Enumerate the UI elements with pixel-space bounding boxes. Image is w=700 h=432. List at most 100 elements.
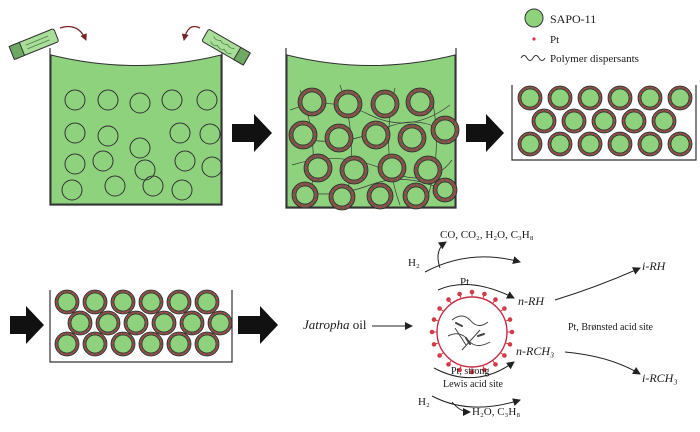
pt-site [500, 306, 507, 312]
feed-name: Jatropha [303, 317, 350, 332]
beaker-2-coated-particles [288, 87, 460, 211]
top-products-label: CO, CO₂, H₂O, C₃H₈ [440, 229, 534, 241]
coated-sapo-particle [123, 310, 149, 336]
n-rh-label: n-RH [518, 294, 545, 308]
pour-arrow-left [59, 25, 87, 41]
coated-sapo-particle [607, 131, 633, 157]
co-out-arrow [437, 241, 447, 269]
sapo-particle [104, 175, 126, 197]
coated-sapo-particle [397, 123, 427, 153]
i-rch3-label: i-RCH₃ [642, 371, 678, 385]
coated-sapo-particle [288, 120, 318, 150]
h2-top-label: H₂ [408, 257, 420, 269]
vial-left [8, 28, 59, 61]
pt-site [500, 352, 507, 358]
pt-site [505, 317, 513, 322]
coated-sapo-particle [95, 310, 121, 336]
legend-pt-swatch [532, 37, 536, 41]
sapo-particle [199, 123, 221, 145]
water-out-arrow [451, 401, 471, 416]
pt-site [437, 352, 444, 358]
coated-sapo-particle [361, 120, 391, 150]
coated-sapo-particle [370, 89, 400, 119]
beaker-1-particles [61, 89, 223, 201]
coated-sapo-particle [577, 85, 603, 111]
coated-sapo-particle [303, 153, 333, 183]
h2-bottom-label: H₂ [418, 396, 430, 408]
coated-sapo-particle [405, 87, 435, 117]
coated-sapo-particle [430, 115, 460, 145]
reaction-labels: CO, CO₂, H₂O, C₃H₈ H₂ Pt n-RH i-RH Pt, s… [408, 229, 678, 418]
sapo-particle [129, 137, 151, 159]
pt-site [492, 297, 498, 304]
n-rh-to-i-rh-arrow [554, 267, 641, 301]
coated-sapo-particle [151, 310, 177, 336]
coated-sapo-particle [138, 331, 164, 357]
coated-sapo-particle [339, 155, 369, 185]
coated-sapo-particle [291, 181, 319, 209]
sapo-particle [169, 122, 191, 144]
beaker-1 [49, 48, 223, 206]
block-arrow-2 [466, 114, 504, 152]
pt-site [457, 365, 462, 373]
coated-sapo-particle [667, 131, 693, 157]
coated-sapo-particle [591, 108, 617, 134]
pour-arrow-right [181, 25, 201, 41]
lewis-line1-label: Pt, strong [451, 366, 489, 377]
pt-site [431, 342, 439, 347]
sapo-particle [129, 92, 151, 114]
tray-1 [511, 85, 697, 161]
coated-sapo-particle [67, 310, 93, 336]
coated-sapo-particle [561, 108, 587, 134]
sapo-particle [142, 175, 164, 197]
coated-sapo-particle [207, 310, 233, 336]
sapo-particle [161, 89, 183, 111]
coated-sapo-particle [607, 85, 633, 111]
bottom-products-label: H₂O, C₃H₈ [472, 406, 520, 418]
sapo-particle [174, 150, 196, 172]
to-n-rch3-arrow [433, 361, 515, 379]
pt-site [437, 306, 444, 312]
coated-sapo-particle [366, 182, 394, 210]
coated-sapo-particle [547, 85, 573, 111]
coated-sapo-particle [517, 131, 543, 157]
catalyst-pt-sites [429, 289, 515, 375]
coated-sapo-particle [324, 123, 354, 153]
sapo-particle [97, 89, 119, 111]
beaker-2 [285, 48, 460, 211]
coated-sapo-particle [577, 131, 603, 157]
sapo-particle [64, 89, 86, 111]
pt-site [505, 342, 513, 347]
coated-sapo-particle [637, 131, 663, 157]
pt-site [446, 297, 452, 304]
coated-sapo-particle [377, 153, 407, 183]
lewis-line2-label: Lewis acid site [443, 379, 504, 390]
legend-dispersant-label: Polymer dispersants [550, 53, 639, 65]
coated-sapo-particle [651, 108, 677, 134]
sapo-particle [201, 156, 223, 178]
coated-sapo-particle [194, 289, 220, 315]
coated-sapo-particle [328, 183, 356, 211]
sapo-particle [61, 179, 83, 201]
coated-sapo-particle [166, 289, 192, 315]
coated-sapo-particle [166, 331, 192, 357]
legend: SAPO-11 Pt Polymer dispersants [520, 8, 639, 65]
coated-sapo-particle [531, 108, 557, 134]
catalyst-particle [429, 289, 515, 375]
coated-sapo-particle [547, 131, 573, 157]
pt-site [469, 289, 475, 297]
coated-sapo-particle [110, 289, 136, 315]
coated-sapo-particle [54, 289, 80, 315]
block-arrow-1 [232, 114, 272, 152]
legend-sapo-label: SAPO-11 [550, 12, 596, 26]
coated-sapo-particle [54, 331, 80, 357]
beaker-1-liquid [50, 54, 222, 205]
tray-1-particles [517, 85, 693, 157]
pt-site [469, 367, 475, 375]
pt-site [457, 291, 462, 299]
sapo-particle [196, 89, 218, 111]
legend-dispersant-swatch [520, 55, 546, 61]
pt-site [492, 360, 498, 367]
legend-sapo-swatch [524, 8, 544, 28]
